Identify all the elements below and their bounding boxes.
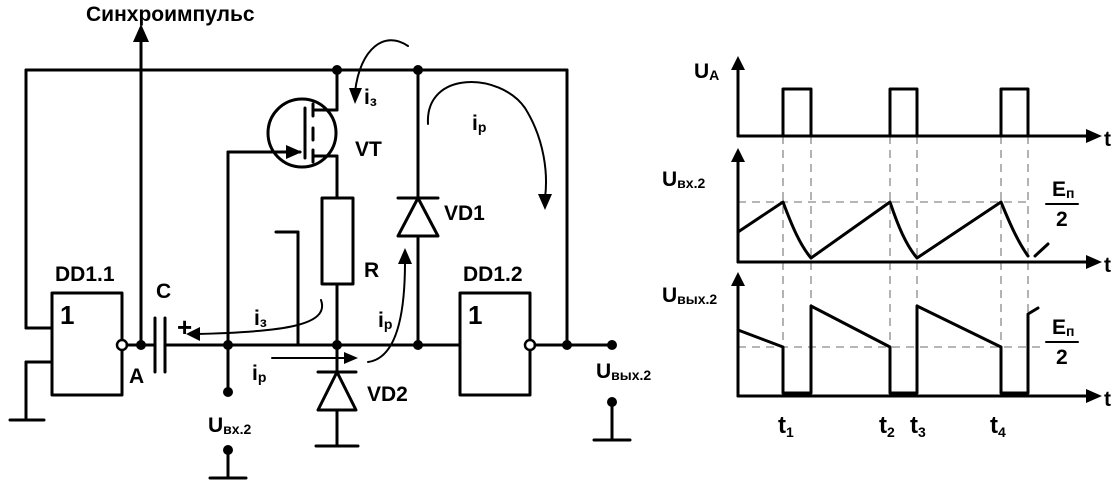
svg-text:ip: ip	[472, 112, 486, 135]
gate-dd1-2: DD1.2 1	[458, 263, 617, 397]
uout-sub: вых.2	[611, 367, 651, 383]
capacitor-c: C +	[153, 280, 192, 374]
vd2-label: VD2	[367, 383, 408, 406]
diode-vd2: VD2	[314, 343, 408, 448]
tick-t2-t: t	[879, 412, 887, 439]
svg-text:iз: iз	[254, 307, 267, 330]
gate-dd1-1-symbol: 1	[60, 300, 74, 330]
capacitor-plus: +	[177, 312, 192, 342]
ua-sub: A	[709, 67, 719, 83]
uout-panel-u: U	[662, 284, 677, 307]
i3-top-sub: з	[370, 93, 377, 109]
tick-t4-sub: 4	[998, 424, 1006, 440]
panel-uout: Uвых.2 t Eп 2	[662, 272, 1111, 411]
sync-output: Синхроимпульс	[86, 3, 255, 347]
top-rail	[24, 65, 569, 347]
gate-dd1-2-label: DD1.2	[463, 263, 523, 286]
uout-test-point: Uвых.2	[592, 360, 651, 442]
svg-text:UA: UA	[694, 60, 719, 83]
half-bot-e: E	[1052, 316, 1066, 339]
timing-diagrams: UA t Uвх.2 t Eп 2 Uвых.2 t Eп	[662, 56, 1111, 440]
transistor-vt: VT	[266, 68, 382, 200]
sync-label: Синхроимпульс	[86, 3, 255, 26]
svg-text:t4: t4	[990, 412, 1006, 440]
uin-panel-u: U	[662, 168, 677, 191]
half-top-e: E	[1052, 178, 1066, 201]
uin-sub: вх.2	[223, 421, 251, 437]
i3-top-i: i	[364, 86, 370, 109]
tick-t1-t: t	[778, 412, 786, 439]
vt-label: VT	[355, 138, 382, 161]
uin-axis-t: t	[1104, 254, 1111, 277]
svg-text:t2: t2	[879, 412, 895, 440]
ip-up-sub: p	[384, 316, 393, 332]
panel-uin: Uвх.2 t Eп 2	[662, 148, 1111, 277]
main-bus: A	[125, 340, 462, 388]
ua-u: U	[694, 60, 709, 83]
tick-t1-sub: 1	[786, 424, 794, 440]
svg-text:ip: ip	[378, 309, 392, 332]
tick-t2-sub: 2	[887, 424, 895, 440]
current-arrows: iз ip iз ip ip	[186, 39, 552, 385]
tick-t3-sub: 3	[918, 424, 926, 440]
gate-dd1-2-symbol: 1	[468, 300, 482, 330]
svg-text:iз: iз	[364, 86, 377, 109]
svg-text:Eп: Eп	[1052, 316, 1074, 339]
ua-axis-t: t	[1104, 128, 1111, 151]
svg-text:t3: t3	[910, 412, 926, 440]
panel-ua: UA t	[694, 56, 1111, 151]
i3-mid-i: i	[254, 307, 260, 330]
tick-t4-t: t	[990, 412, 998, 439]
resistor-r: R	[274, 196, 379, 347]
uin-u: U	[208, 414, 223, 437]
svg-text:Eп: Eп	[1052, 178, 1074, 201]
gate-dd1-1: DD1.1 1	[8, 263, 129, 422]
svg-text:Uвых.2: Uвых.2	[662, 284, 717, 307]
ip-bus-i: i	[252, 362, 258, 385]
time-ticks: t1 t2 t3 t4	[778, 412, 1006, 440]
gate-dd1-1-label: DD1.1	[55, 263, 115, 286]
vd1-label: VD1	[444, 202, 485, 225]
half-top-den: 2	[1056, 208, 1068, 231]
ip-top-i: i	[472, 112, 478, 135]
ip-bus-sub: p	[258, 369, 267, 385]
node-a-label: A	[129, 365, 144, 388]
svg-text:Uвх.2: Uвх.2	[208, 414, 251, 437]
uin-panel-sub: вх.2	[677, 175, 705, 191]
schematic: Синхроимпульс DD1.1 1	[8, 3, 651, 480]
capacitor-label: C	[156, 280, 171, 303]
tick-t3-t: t	[910, 412, 918, 439]
uout-u: U	[596, 360, 611, 383]
diode-vd1: VD1	[396, 68, 485, 347]
i3-mid-sub: з	[260, 314, 267, 330]
uout-panel-sub: вых.2	[677, 291, 717, 307]
svg-text:t1: t1	[778, 412, 794, 440]
half-bot-sub: п	[1066, 323, 1074, 339]
resistor-label: R	[364, 259, 379, 282]
uin-test-point: Uвх.2	[208, 343, 251, 480]
svg-text:Uвх.2: Uвх.2	[662, 168, 705, 191]
uout-axis-t: t	[1104, 388, 1111, 411]
half-bot-den: 2	[1056, 346, 1068, 369]
svg-text:Uвых.2: Uвых.2	[596, 360, 651, 383]
svg-text:ip: ip	[252, 362, 266, 385]
half-top-sub: п	[1066, 185, 1074, 201]
ip-top-sub: p	[478, 119, 487, 135]
ip-up-i: i	[378, 309, 384, 332]
